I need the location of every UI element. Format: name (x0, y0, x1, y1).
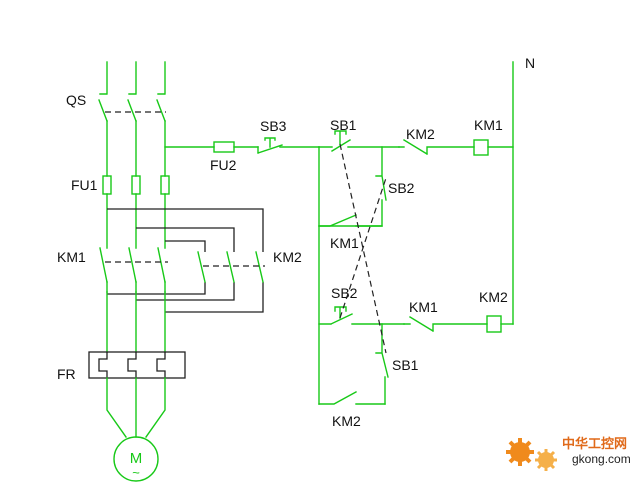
fu2-fuse (213, 141, 235, 153)
labels: QS FU1 KM1 KM2 FR FU2 SB3 SB1 KM2 KM1 N … (57, 55, 535, 480)
km2-interlock-contact (398, 139, 475, 155)
km2-hold-contact (318, 391, 386, 405)
km2-coil-label: KM2 (479, 289, 508, 305)
sb1-bottom-label: SB1 (392, 357, 419, 373)
sb1-start-button (318, 130, 400, 152)
km1-interlock-contact (403, 316, 488, 332)
fr-thermal-relay (88, 351, 186, 379)
motor-ac-symbol: ~ (132, 465, 140, 480)
qs-label: QS (66, 92, 86, 108)
sb1-nc-contact (375, 323, 389, 405)
control-circuit (213, 61, 514, 405)
watermark-url: gkong.com (572, 452, 631, 466)
fu2-label: FU2 (210, 157, 237, 173)
watermark: 中华工控网 gkong.com (506, 436, 631, 471)
sb3-label: SB3 (260, 118, 287, 134)
motor-symbol (113, 436, 159, 482)
qs-switch (98, 93, 166, 122)
km2-main-contacts (197, 251, 265, 283)
sb2-nc-contact (318, 146, 387, 227)
sb2-right-label: SB2 (388, 180, 415, 196)
km2-coil (486, 315, 502, 333)
gear-icon (506, 438, 557, 471)
km1-hold-label: KM1 (330, 235, 359, 251)
km1-interlock-label: KM1 (409, 299, 438, 315)
reversing-bus-wiring (107, 208, 264, 313)
fr-label: FR (57, 366, 76, 382)
sb2-start-button (318, 306, 405, 325)
sb1-top-label: SB1 (330, 117, 357, 133)
km2-hold-label: KM2 (332, 413, 361, 429)
sb1-linkage (339, 143, 387, 354)
n-label: N (525, 55, 535, 71)
km2-main-label: KM2 (273, 249, 302, 265)
km1-hold-contact (318, 214, 383, 227)
km1-coil-label: KM1 (474, 117, 503, 133)
km2-interlock-label: KM2 (406, 126, 435, 142)
km1-main-label: KM1 (57, 249, 86, 265)
main-power-circuit (88, 61, 265, 482)
km1-main-contacts (99, 247, 168, 293)
motor-label: M (130, 450, 143, 467)
sb3-stop-button (257, 137, 320, 154)
watermark-cn: 中华工控网 (562, 436, 627, 452)
sb2-mid-label: SB2 (331, 285, 358, 301)
sb2-linkage (339, 177, 387, 319)
fu1-label: FU1 (71, 177, 98, 193)
km1-coil (473, 139, 489, 156)
fu1-fuses (102, 175, 170, 195)
